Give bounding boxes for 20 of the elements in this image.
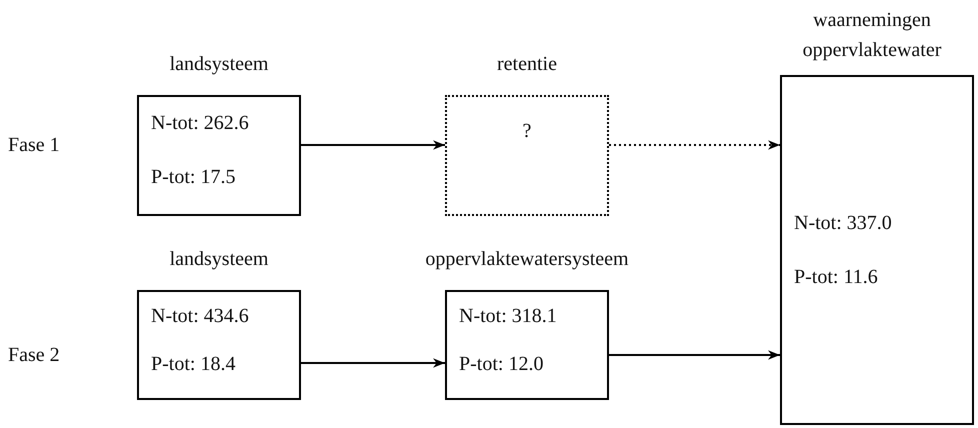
box-heading: retentie xyxy=(496,53,558,76)
value-text: ? xyxy=(522,119,532,143)
arrow xyxy=(609,140,780,150)
value-text: P-tot: 11.6 xyxy=(794,265,878,289)
value-text: N-tot: 434.6 xyxy=(151,304,249,328)
arrow xyxy=(609,350,780,360)
value-text: N-tot: 318.1 xyxy=(459,304,557,328)
value-text: P-tot: 12.0 xyxy=(459,352,544,376)
box-heading: landsysteem xyxy=(168,53,270,76)
box-heading: waarnemingen oppervlaktewater xyxy=(802,8,942,63)
box-heading: oppervlaktewatersysteem xyxy=(424,248,630,271)
arrow xyxy=(301,140,445,150)
value-text: P-tot: 17.5 xyxy=(151,165,236,189)
value-text: N-tot: 337.0 xyxy=(794,211,892,235)
phase-label: Fase 2 xyxy=(8,343,60,367)
box-heading: landsysteem xyxy=(168,248,270,271)
phase-label: Fase 1 xyxy=(8,133,60,157)
value-text: N-tot: 262.6 xyxy=(151,111,249,135)
value-text: P-tot: 18.4 xyxy=(151,352,236,376)
arrow xyxy=(301,358,445,368)
